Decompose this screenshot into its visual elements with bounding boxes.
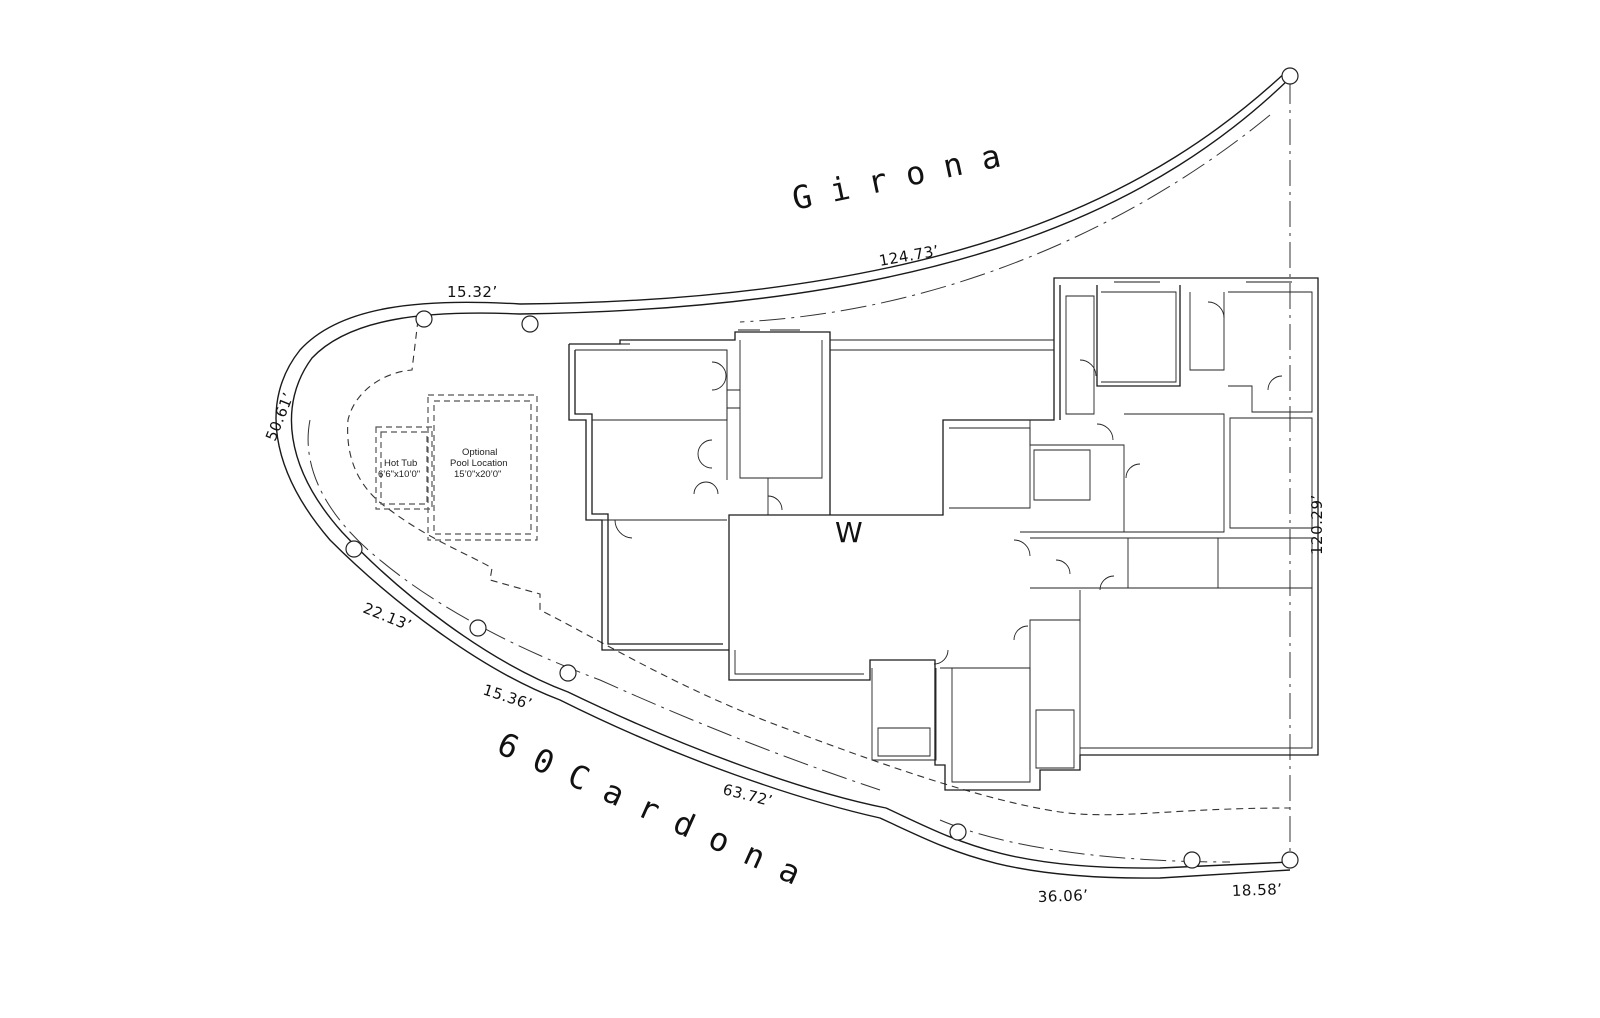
hot-tub-size: 6’6"x10’0" — [378, 469, 420, 480]
hot-tub: Hot Tub 6’6"x10’0" — [375, 426, 433, 510]
hot-tub-label: Hot Tub — [384, 458, 417, 469]
survey-monuments — [345, 67, 1299, 869]
pool-label-line1: Optional — [462, 447, 497, 458]
dim-south-4: 36.06’ — [1038, 886, 1089, 906]
house-footprint — [568, 277, 1319, 791]
dim-south-3: 63.72’ — [721, 780, 775, 810]
street-name-cardona: 6 0 C a r d o n a — [492, 725, 807, 893]
pool-location: Optional Pool Location 15’0"x20’0" — [427, 394, 538, 541]
marker-w: W — [835, 516, 863, 549]
dimension-labels: 124.73’ 15.32’ 50.61’ 22.13’ 15.36’ 63.7… — [262, 242, 1326, 906]
dim-south-1: 22.13’ — [361, 599, 415, 635]
dim-north-arc: 124.73’ — [878, 242, 941, 270]
dim-north-short: 15.32’ — [447, 283, 498, 301]
dim-east-line: 120.29’ — [1308, 494, 1326, 555]
pool-size: 15’0"x20’0" — [454, 469, 501, 480]
pool-label-line2: Pool Location — [450, 458, 508, 469]
road-edges — [275, 69, 1291, 879]
dim-south-5: 18.58’ — [1232, 880, 1283, 900]
street-name-girona: G i r o n a — [789, 137, 1004, 218]
